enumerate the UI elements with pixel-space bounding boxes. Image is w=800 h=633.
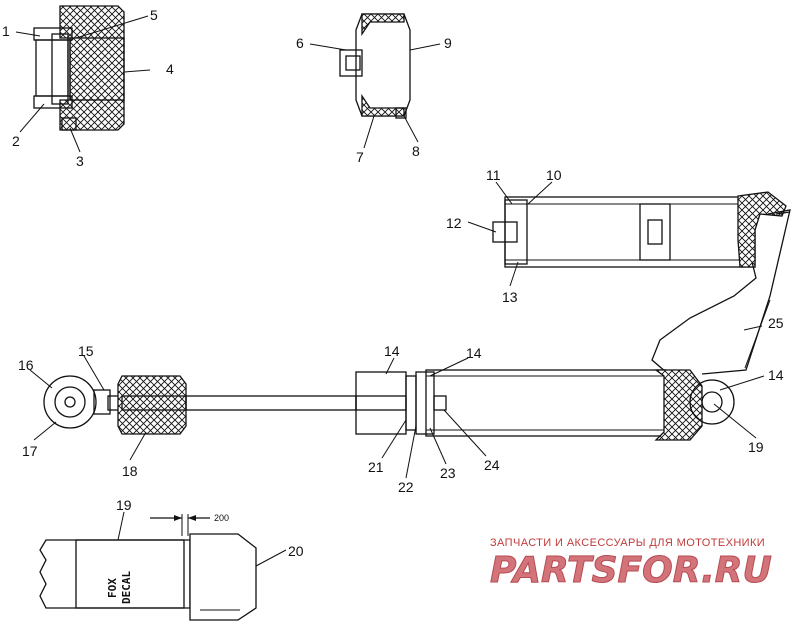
callout-23: 23 bbox=[440, 465, 456, 481]
callout-2: 2 bbox=[12, 133, 20, 149]
callout-3: 3 bbox=[76, 153, 84, 169]
callout-14-piston: 14 bbox=[466, 345, 482, 361]
callout-labels: 1 2 3 4 5 6 7 8 9 10 11 12 13 14 14 14 1… bbox=[2, 7, 784, 559]
callout-25: 25 bbox=[768, 315, 784, 331]
reservoir-hose bbox=[651, 209, 791, 375]
piston-shaft bbox=[185, 395, 357, 411]
reservoir-head bbox=[737, 191, 787, 268]
callout-18: 18 bbox=[122, 463, 138, 479]
callout-24: 24 bbox=[484, 457, 500, 473]
cap-oring bbox=[395, 107, 407, 119]
callout-9: 9 bbox=[444, 35, 452, 51]
bushing-bore bbox=[69, 37, 125, 101]
decal-text-line-1: FOX bbox=[106, 578, 119, 598]
dimension-label: 200 bbox=[214, 513, 229, 523]
callout-13: 13 bbox=[502, 289, 518, 305]
callout-17: 17 bbox=[22, 443, 38, 459]
cap-valve-stem bbox=[339, 49, 363, 77]
callout-22: 22 bbox=[398, 479, 414, 495]
watermark: ЗАПЧАСТИ И АКСЕССУАРЫ ДЛЯ МОТОТЕХНИКИ PA… bbox=[490, 537, 773, 592]
leader-lines bbox=[15, 15, 765, 567]
callout-20: 20 bbox=[288, 543, 304, 559]
callout-10: 10 bbox=[546, 167, 562, 183]
callout-21: 21 bbox=[368, 459, 384, 475]
upper-eye-bore bbox=[701, 391, 723, 413]
remote-reservoir bbox=[492, 191, 787, 268]
callout-19-eye: 19 bbox=[748, 439, 764, 455]
callout-12: 12 bbox=[446, 215, 462, 231]
piston bbox=[415, 371, 435, 435]
bushing-assembly bbox=[33, 5, 125, 131]
seal-head-bore bbox=[355, 395, 407, 411]
lower-eye-bushing bbox=[54, 386, 86, 418]
cap-valve-core bbox=[345, 55, 361, 71]
lower-eye-bolt bbox=[64, 396, 76, 408]
shock-body-tube bbox=[425, 369, 667, 437]
callout-4: 4 bbox=[166, 61, 174, 77]
callout-19-decal: 19 bbox=[116, 497, 132, 513]
eye-neck bbox=[93, 389, 111, 415]
cap-shell-hatch-bottom bbox=[361, 93, 405, 117]
bushing-housing bbox=[59, 5, 125, 131]
shaft-eye-assembly bbox=[43, 375, 357, 435]
callout-16: 16 bbox=[18, 357, 34, 373]
body-end-cap bbox=[654, 369, 703, 441]
bushing-seal bbox=[61, 117, 77, 131]
reservoir-end-cap bbox=[504, 199, 528, 265]
callout-14-eye: 14 bbox=[768, 367, 784, 383]
end-cap-nut bbox=[189, 533, 257, 621]
lower-eye bbox=[43, 375, 97, 429]
decal-text-line-2: DECAL bbox=[120, 571, 133, 604]
bushing-ring bbox=[51, 33, 69, 105]
callout-11: 11 bbox=[486, 167, 501, 183]
cap-shell-hatch bbox=[361, 13, 405, 37]
upper-eye bbox=[689, 379, 735, 425]
callout-1: 1 bbox=[2, 23, 10, 39]
reservoir-piston bbox=[639, 203, 671, 261]
callout-15: 15 bbox=[78, 343, 94, 359]
decal-detail: 200 FOX DECAL bbox=[39, 513, 257, 621]
callout-6: 6 bbox=[296, 35, 304, 51]
callout-8: 8 bbox=[412, 143, 420, 159]
callout-5: 5 bbox=[150, 7, 158, 23]
watermark-tagline: ЗАПЧАСТИ И АКСЕССУАРЫ ДЛЯ МОТОТЕХНИКИ bbox=[490, 537, 765, 549]
callout-14-seal-head: 14 bbox=[384, 343, 400, 359]
reservoir-cap-assembly bbox=[339, 13, 411, 119]
callout-7: 7 bbox=[356, 149, 364, 165]
piston-nut bbox=[433, 395, 447, 411]
watermark-brand: PARTSFOR.RU bbox=[490, 550, 772, 591]
seal-head bbox=[355, 371, 407, 435]
reservoir-tube bbox=[504, 196, 756, 268]
reservoir-piston-core bbox=[647, 219, 663, 245]
shock-body bbox=[355, 369, 735, 441]
piston-washer bbox=[405, 375, 417, 431]
bottom-out-bumper bbox=[117, 375, 187, 435]
reservoir-valve bbox=[492, 221, 518, 243]
